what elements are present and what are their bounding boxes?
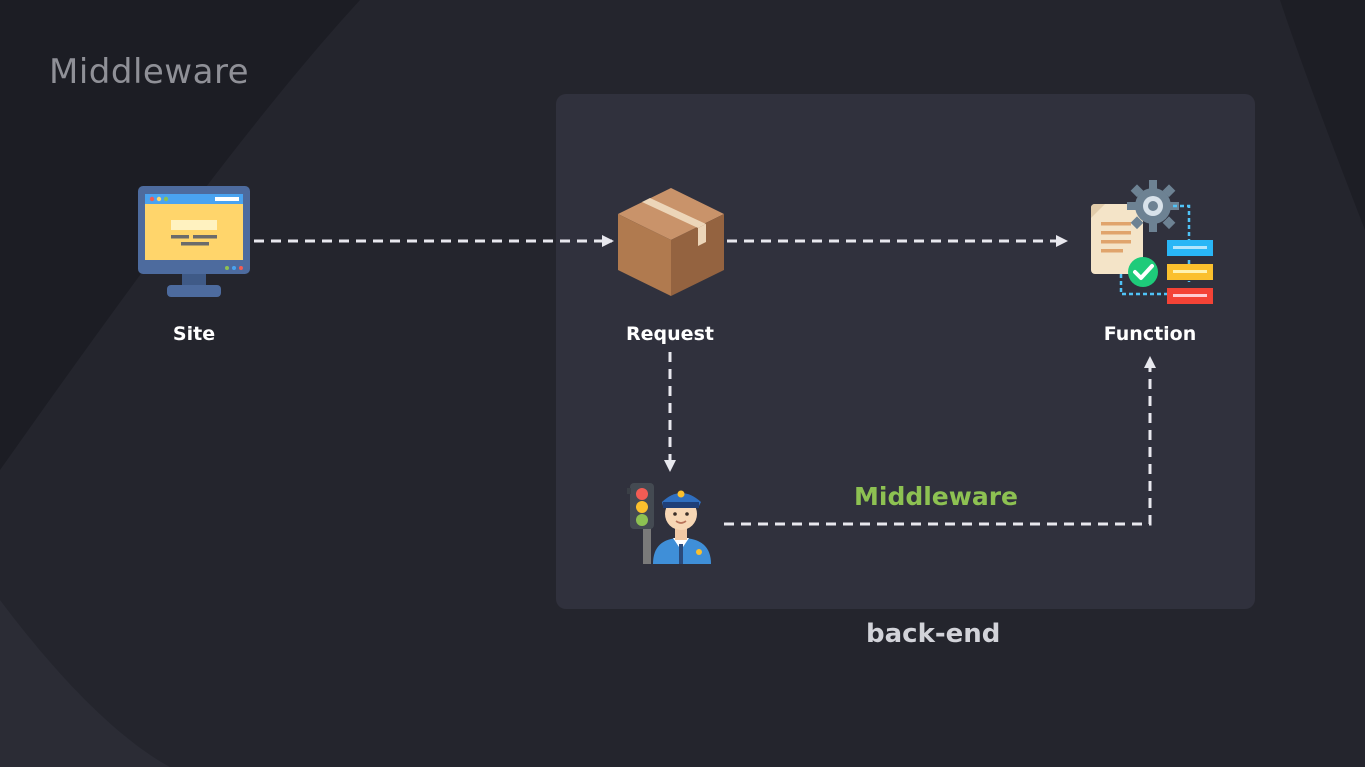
function-label: Function xyxy=(1103,323,1197,345)
slide-title: Middleware xyxy=(49,52,250,92)
backend-label: back-end xyxy=(866,619,1001,649)
arrow-middleware-to-function xyxy=(724,356,1156,526)
request-label: Request xyxy=(626,323,714,345)
site-label: Site xyxy=(172,323,216,345)
monitor-icon xyxy=(138,186,250,297)
function-workflow-icon xyxy=(1091,180,1213,304)
package-box-icon xyxy=(618,188,724,296)
traffic-officer-icon xyxy=(627,483,711,564)
middleware-label: Middleware xyxy=(854,482,1019,511)
